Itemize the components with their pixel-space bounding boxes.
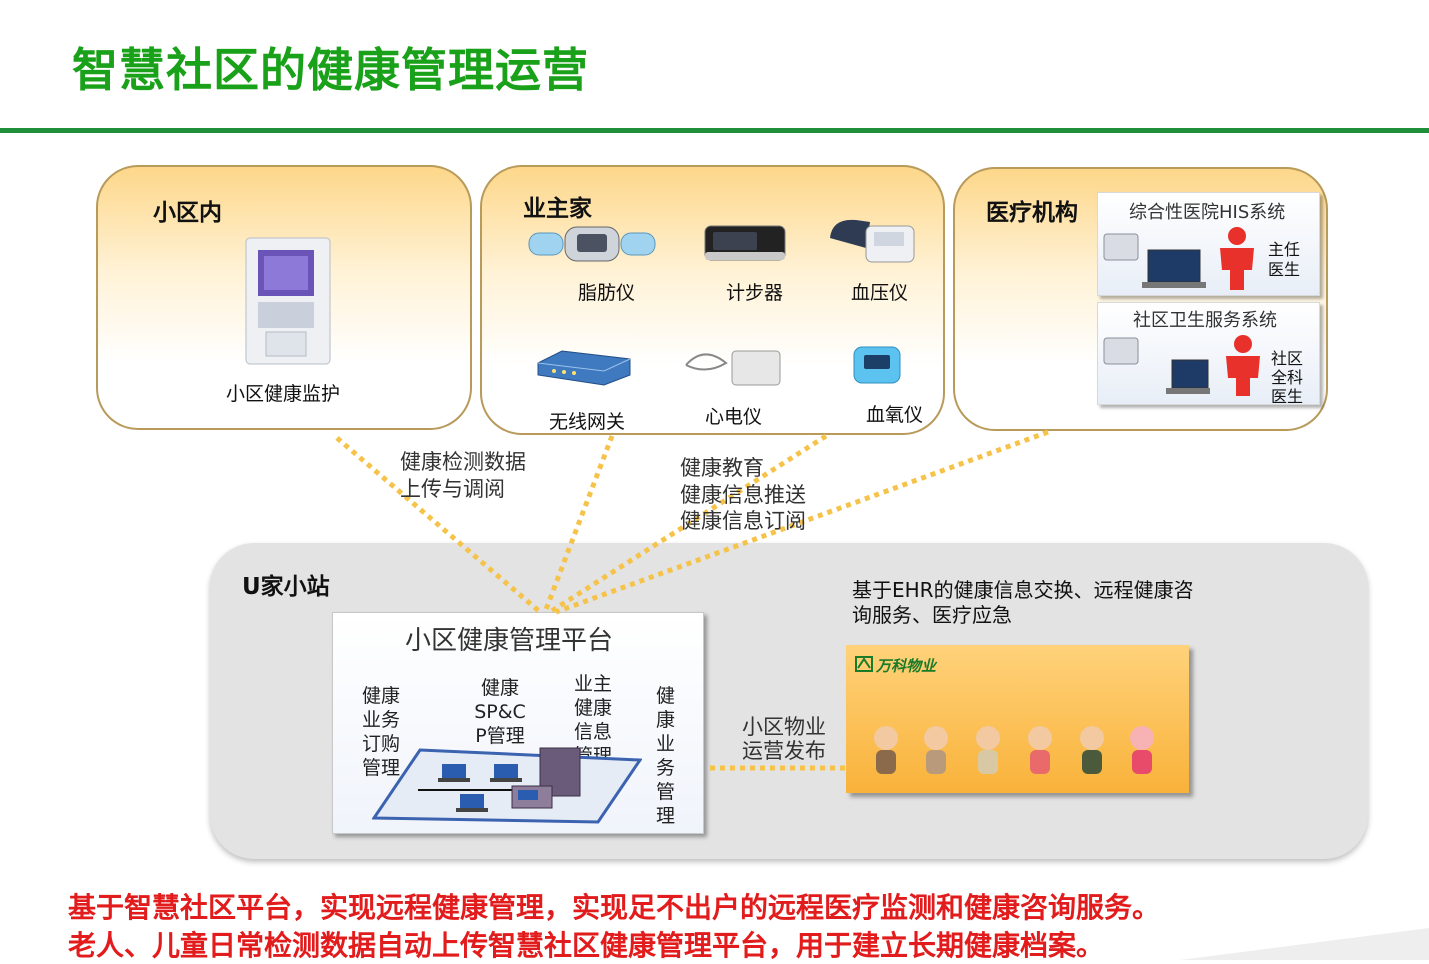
pedometer-icon [704, 225, 786, 261]
ecg-monitor-icon [685, 350, 781, 386]
community-role-line1: 社区 [1271, 349, 1304, 368]
upload-annotation-line2: 上传与调阅 [400, 477, 505, 501]
device-label-blood-pressure: 血压仪 [851, 282, 909, 304]
footer-line2: 老人、儿童日常检测数据自动上传智慧社区健康管理平台，用于建立长期健康档案。 [68, 929, 1105, 962]
doctor-person-icon [1220, 227, 1254, 290]
network-diagram-icon [372, 747, 642, 824]
his-role-line2: 医生 [1268, 260, 1301, 279]
device-label-body-fat: 脂肪仪 [578, 282, 636, 304]
title-divider [0, 128, 1429, 133]
page-title: 智慧社区的健康管理运营 [72, 43, 589, 97]
wireless-gateway-icon [537, 350, 631, 386]
platform-col-spcp-mgmt: 健康 SP&C P管理 [474, 677, 526, 747]
vendor-logo: 万科物业 [876, 657, 937, 675]
device-label-ecg: 心电仪 [705, 406, 763, 428]
oximeter-icon [853, 346, 901, 384]
footer-line1: 基于智慧社区平台，实现远程健康管理，实现足不出户的远程医疗监测和健康咨询服务。 [68, 891, 1161, 924]
platform-col-business-mgmt: 健 康 业 务 管 理 [656, 685, 676, 827]
vendor-logo-mark-icon [855, 656, 873, 672]
panel-community-title: 小区内 [153, 200, 222, 226]
health-platform-title: 小区健康管理平台 [405, 626, 614, 656]
panel-home [480, 165, 945, 435]
ehr-annotation-line2: 询服务、医疗应急 [852, 603, 1012, 627]
his-system-title: 综合性医院HIS系统 [1129, 202, 1286, 223]
upload-annotation-line1: 健康检测数据 [400, 450, 526, 474]
edu-annotation-line3: 健康信息订阅 [680, 509, 806, 533]
body-fat-meter-icon [528, 226, 656, 262]
panel-medical-title: 医疗机构 [986, 200, 1078, 226]
community-role-line2: 全科 [1271, 368, 1304, 387]
property-portal-screen [846, 645, 1189, 793]
general-practitioner-icon [1226, 335, 1260, 396]
health-kiosk-icon [245, 237, 331, 365]
cartoon-residents-icon [874, 726, 1154, 774]
his-workstation-icon [1103, 233, 1206, 288]
community-workstation-icon [1103, 337, 1210, 394]
ehr-annotation-line1: 基于EHR的健康信息交换、远程健康咨 [852, 578, 1194, 602]
community-role-line3: 医生 [1271, 387, 1304, 406]
corner-decoration [1180, 928, 1429, 960]
panel-home-title: 业主家 [523, 196, 592, 222]
edu-annotation-line2: 健康信息推送 [680, 483, 806, 507]
community-service-title: 社区卫生服务系统 [1133, 310, 1277, 331]
platform-col-owner-info: 业主 健康 信息 管理 [574, 673, 613, 767]
device-label-pedometer: 计步器 [726, 282, 784, 304]
device-label-gateway: 无线网关 [549, 411, 626, 433]
u-station-title: U家小站 [242, 574, 330, 600]
property-annotation-line1: 小区物业 [742, 715, 826, 739]
platform-col-order-mgmt: 健康 业务 订购 管理 [362, 685, 401, 779]
property-annotation-line2: 运营发布 [742, 739, 826, 763]
his-role-line1: 主任 [1268, 240, 1301, 259]
blood-pressure-monitor-icon [830, 219, 915, 263]
device-label-oximeter: 血氧仪 [866, 404, 924, 426]
edu-annotation-line1: 健康教育 [680, 456, 764, 480]
community-device-label: 小区健康监护 [226, 383, 341, 405]
